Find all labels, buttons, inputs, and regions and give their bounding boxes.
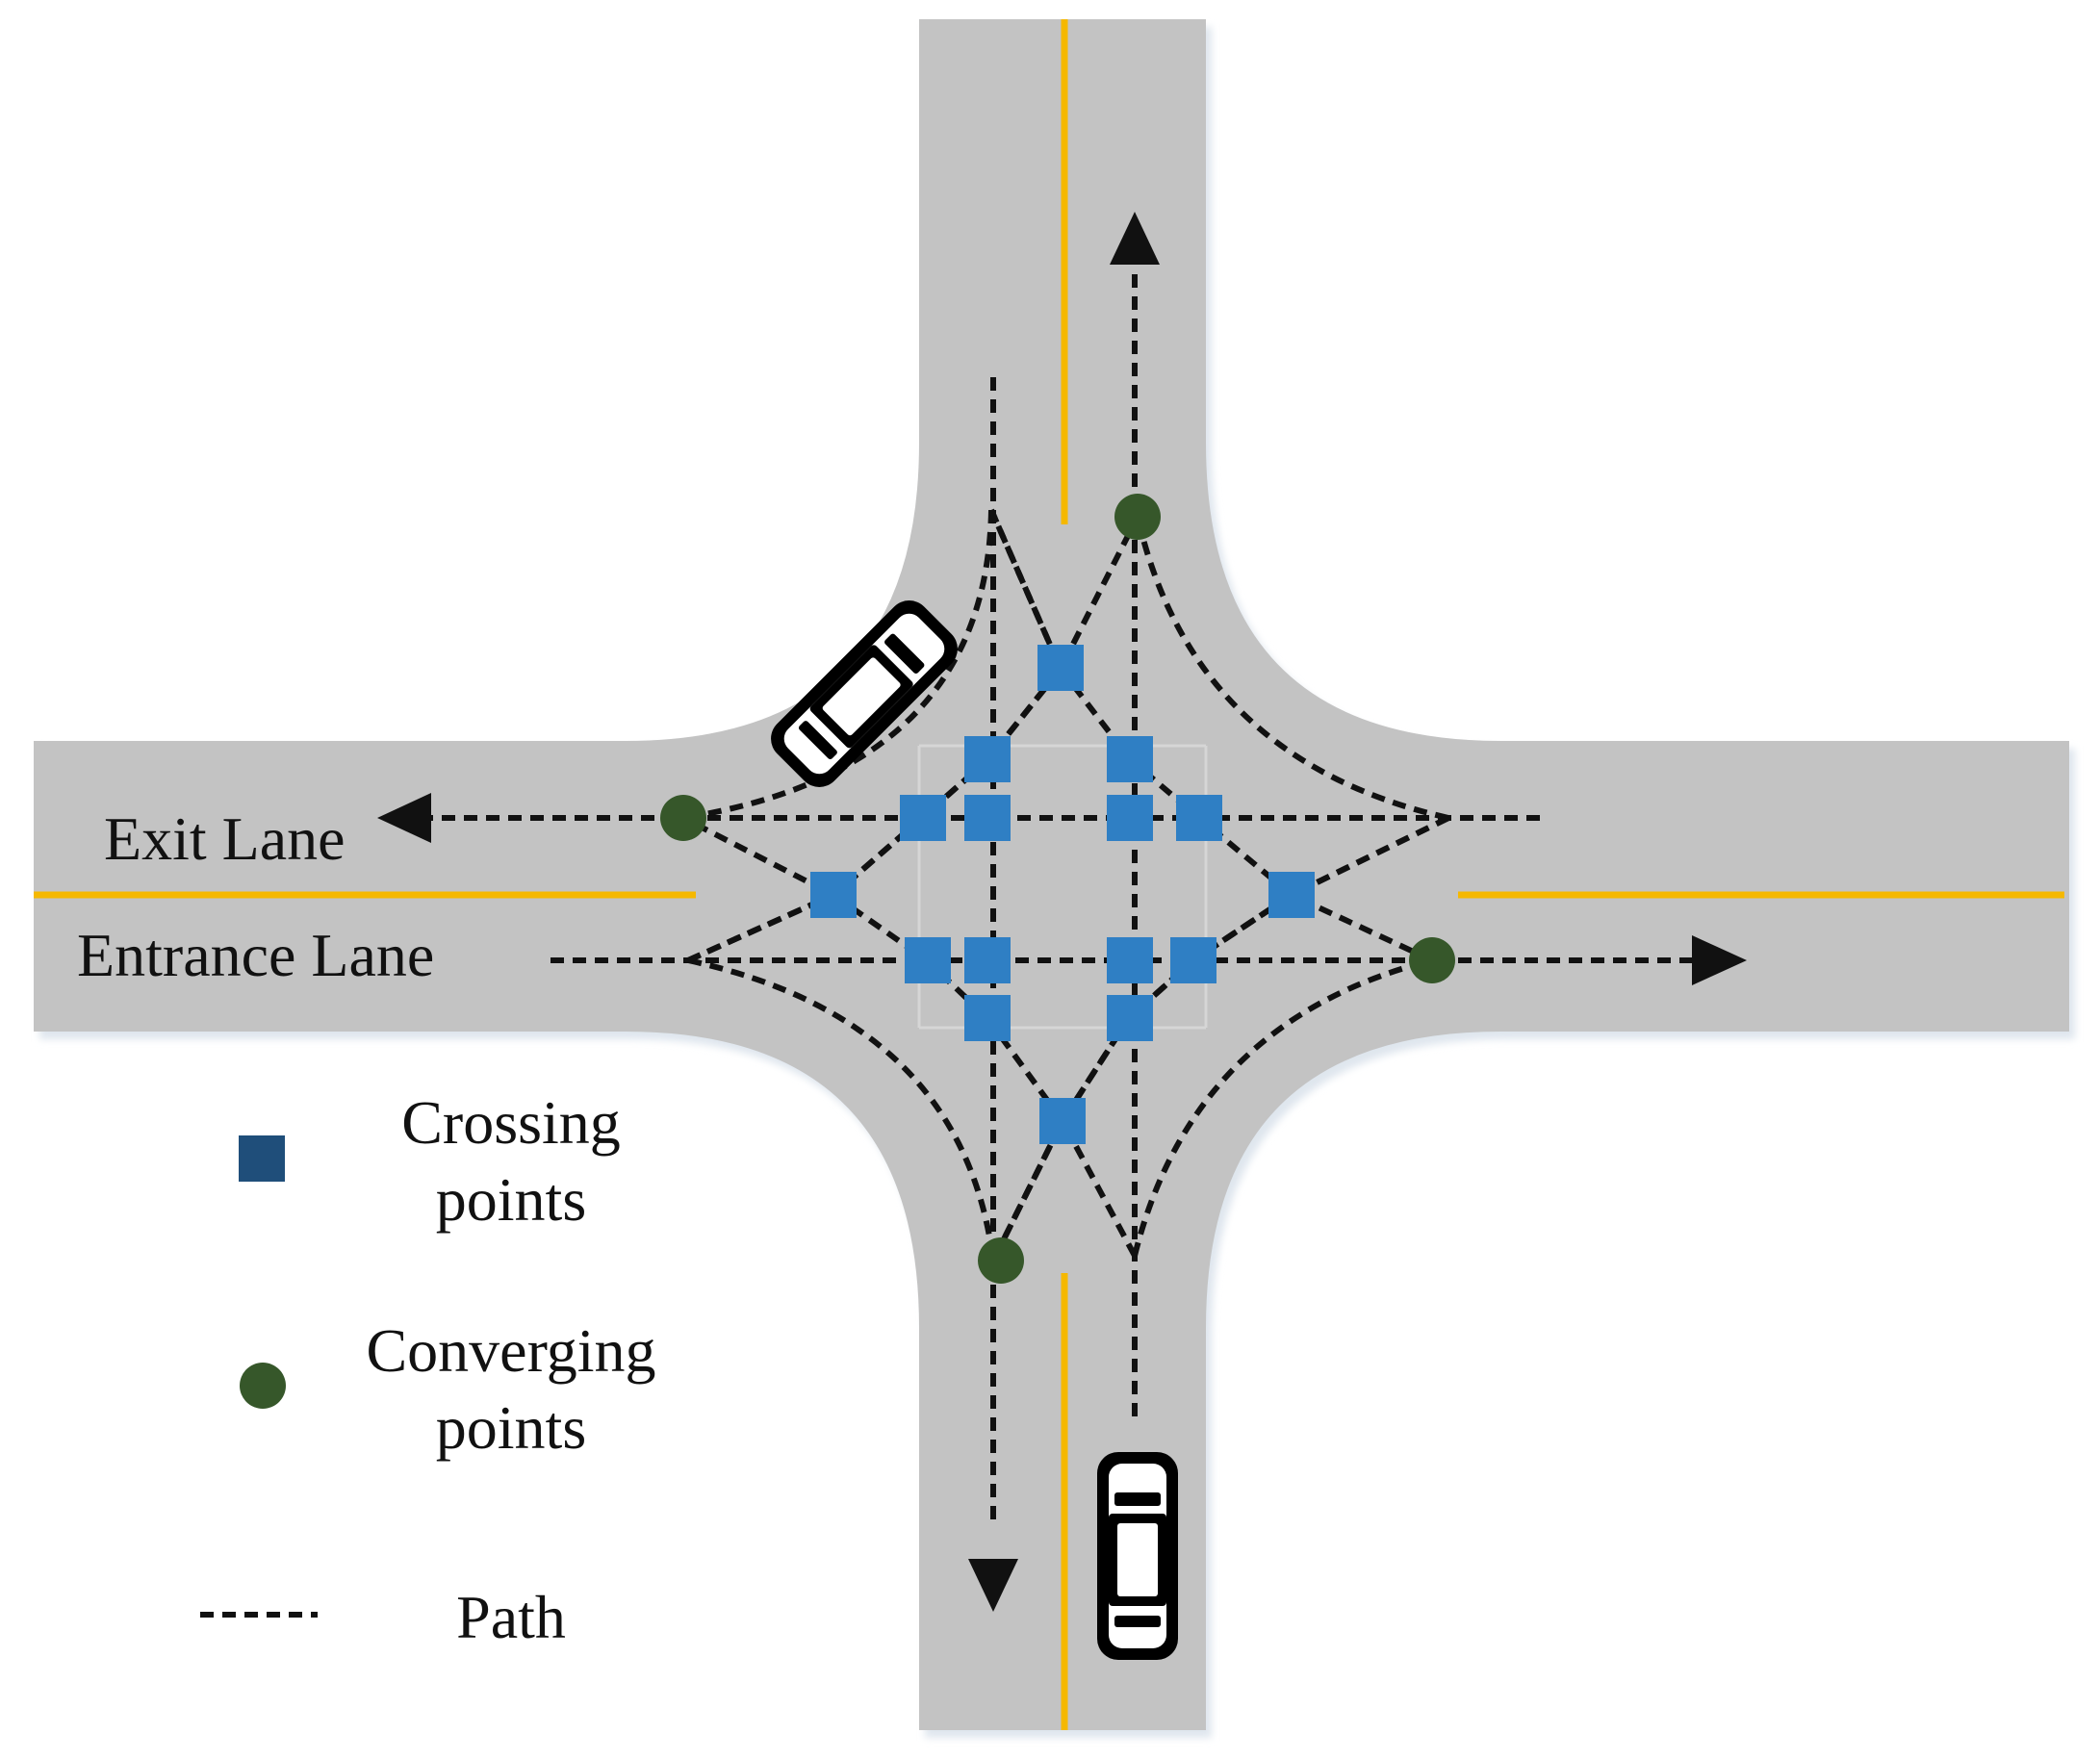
legend-crossing-label-line2: points <box>436 1165 586 1234</box>
crossing-point <box>964 795 1011 841</box>
car-top-view-icon <box>1097 1452 1178 1660</box>
path-north-right-turn <box>682 509 994 821</box>
legend-converging-swatch <box>240 1363 286 1409</box>
crossing-point <box>810 872 857 918</box>
path-east-left-turn-upper <box>988 508 1450 899</box>
crossing-point <box>1268 872 1315 918</box>
crossing-point <box>964 736 1011 782</box>
path-west-left-turn <box>686 515 1140 963</box>
crossing-point <box>1170 937 1216 983</box>
crossing-point <box>1107 995 1153 1041</box>
arrowhead-icon <box>377 793 431 843</box>
exit-lane-label: Exit Lane <box>104 804 346 873</box>
crossing-point <box>1039 1098 1086 1144</box>
crossing-point <box>1176 795 1222 841</box>
entrance-lane-label: Entrance Lane <box>77 921 434 989</box>
converging-point <box>1114 494 1161 540</box>
crossing-point <box>1107 937 1153 983</box>
car-top-view-icon <box>771 600 958 787</box>
center-lines <box>34 19 2064 1730</box>
converging-point <box>660 795 706 841</box>
path-west-right-turn <box>687 957 996 1262</box>
legend-path-label: Path <box>456 1583 566 1651</box>
crossing-point <box>1107 795 1153 841</box>
path-south-left-turn-lower <box>990 891 1434 1262</box>
legend-crossing-swatch <box>239 1135 285 1182</box>
crossing-point <box>1037 645 1084 691</box>
converging-point <box>978 1237 1024 1284</box>
path-east-right-turn <box>1135 516 1449 821</box>
converging-point <box>1409 937 1455 983</box>
legend-converging-label-line1: Converging <box>366 1316 655 1385</box>
road-surface <box>34 19 2069 1730</box>
path-arrowheads <box>377 212 1747 1612</box>
crossing-points <box>810 645 1315 1144</box>
crossing-point <box>900 795 946 841</box>
path-south-right-turn <box>1132 957 1433 1257</box>
legend: Crossing points Converging points Path <box>200 1088 656 1651</box>
arrowhead-icon <box>1692 935 1747 985</box>
crossing-point <box>905 937 951 983</box>
legend-converging-label-line2: points <box>436 1393 586 1462</box>
arrowhead-icon <box>968 1559 1018 1612</box>
path-south-left-turn <box>681 815 1138 1258</box>
legend-crossing-label-line1: Crossing <box>401 1088 621 1157</box>
crossing-point <box>964 937 1011 983</box>
crossing-point <box>964 995 1011 1041</box>
crossing-point <box>1107 736 1153 782</box>
converging-points <box>660 494 1455 1284</box>
arrowhead-icon <box>1110 212 1160 265</box>
